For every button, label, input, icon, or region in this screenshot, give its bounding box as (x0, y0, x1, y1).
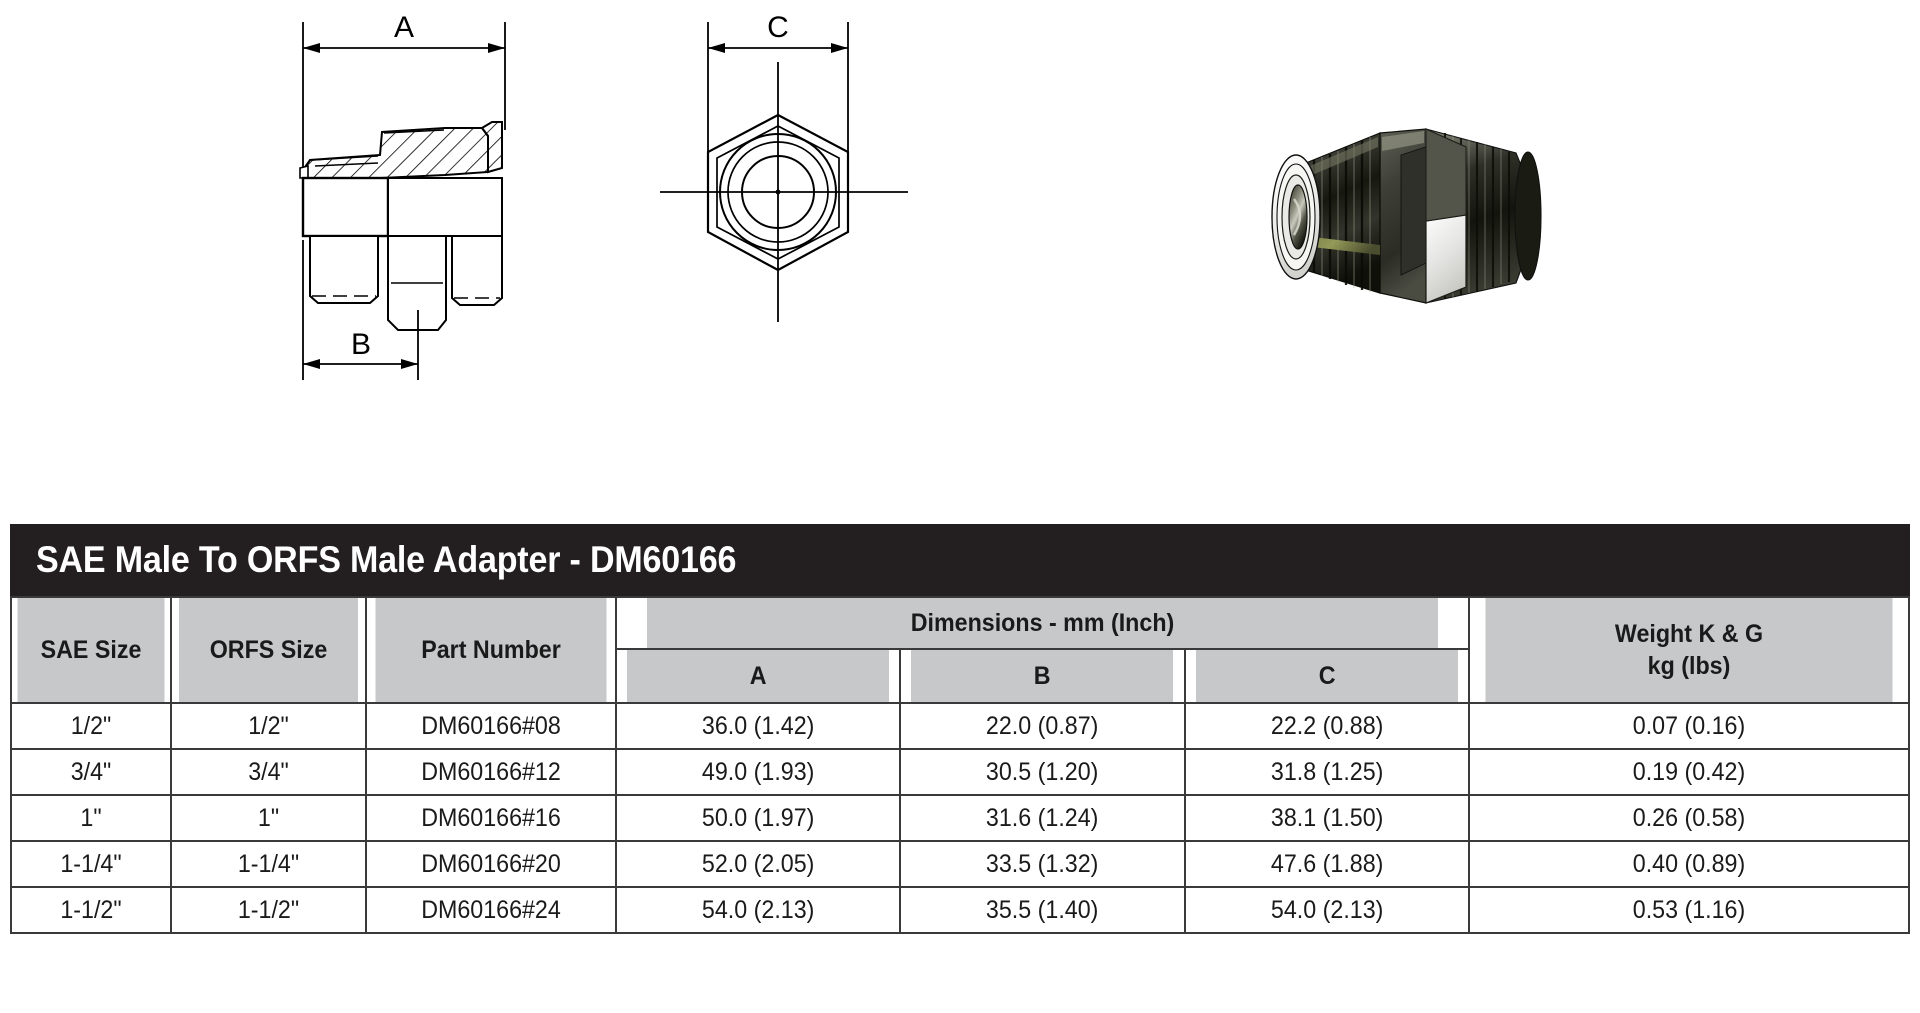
cell-dim-b: 22.0 (0.87) (909, 702, 1176, 750)
dimension-label-c: C (767, 11, 789, 44)
cell-sae-size: 1" (15, 794, 167, 842)
hex-dark-facet (1400, 146, 1427, 276)
column-header-dimensions-group: Dimensions - mm (Inch) (644, 596, 1441, 650)
cell-dim-c: 22.2 (0.88) (1193, 702, 1460, 750)
cell-weight: 0.53 (1.16) (1483, 886, 1895, 934)
technical-drawings-area: A (299, 11, 1542, 380)
dimension-arrow-b-right (401, 359, 418, 369)
specification-block: SAE Male To ORFS Male Adapter - DM60166 … (10, 524, 1910, 934)
cell-weight: 0.26 (0.58) (1483, 794, 1895, 842)
cell-weight: 0.40 (0.89) (1483, 840, 1895, 888)
table-row: 1/2" 1/2" DM60166#08 36.0 (1.42) 22.0 (0… (11, 702, 1909, 750)
dimension-arrow-a-right (488, 43, 505, 53)
column-header-weight: Weight K & G kg (lbs) (1483, 596, 1895, 704)
weight-header-line2: kg (lbs) (1647, 652, 1731, 680)
cell-dim-a: 54.0 (2.13) (625, 886, 892, 934)
cell-part-number: DM60166#24 (373, 886, 609, 934)
hex-upper-facet (1425, 128, 1467, 222)
hex-end-view: C (660, 11, 908, 322)
table-header: SAE Size ORFS Size Part Number Dimension… (11, 596, 1909, 704)
table-row: 1" 1" DM60166#16 50.0 (1.97) 31.6 (1.24)… (11, 794, 1909, 842)
hex-light-facet (1425, 214, 1467, 304)
column-header-dim-b: B (909, 648, 1176, 704)
dimension-label-a: A (394, 11, 414, 44)
cell-dim-a: 49.0 (1.93) (625, 748, 892, 796)
dimension-label-b: B (351, 328, 371, 361)
header-row-top: SAE Size ORFS Size Part Number Dimension… (11, 596, 1909, 704)
cell-dim-c: 54.0 (2.13) (1193, 886, 1460, 934)
dimension-arrow-b-left (303, 359, 320, 369)
cell-orfs-size: 1-1/4" (176, 840, 361, 888)
cell-part-number: DM60166#16 (373, 794, 609, 842)
dimension-arrow-a-left (303, 43, 320, 53)
cell-part-number: DM60166#12 (373, 748, 609, 796)
page-title: SAE Male To ORFS Male Adapter - DM60166 (36, 539, 737, 580)
cell-dim-a: 50.0 (1.97) (625, 794, 892, 842)
thread-crest-lines (311, 129, 445, 167)
table-row: 3/4" 3/4" DM60166#12 49.0 (1.93) 30.5 (1… (11, 748, 1909, 796)
bore-highlight (1292, 198, 1302, 236)
center-point (775, 189, 781, 195)
adapter-body (1271, 128, 1542, 304)
cell-orfs-size: 1" (176, 794, 361, 842)
cell-weight: 0.07 (0.16) (1483, 702, 1895, 750)
column-header-orfs-size: ORFS Size (176, 596, 361, 704)
table-row: 1-1/4" 1-1/4" DM60166#20 52.0 (2.05) 33.… (11, 840, 1909, 888)
cell-orfs-size: 1/2" (176, 702, 361, 750)
dimension-arrow-c-left (708, 43, 725, 53)
cell-dim-a: 52.0 (2.05) (625, 840, 892, 888)
cell-part-number: DM60166#08 (373, 702, 609, 750)
header-row-sub: A B C (11, 648, 1909, 704)
3d-product-render (1271, 128, 1542, 304)
section-hatched-body (299, 121, 503, 179)
column-header-dim-a: A (625, 648, 892, 704)
table-row: 1-1/2" 1-1/2" DM60166#24 54.0 (2.13) 35.… (11, 886, 1909, 934)
cell-dim-b: 35.5 (1.40) (909, 886, 1176, 934)
left-top-highlight (1298, 137, 1378, 181)
column-header-part-number: Part Number (373, 596, 609, 704)
hex-highlight (1382, 131, 1424, 151)
cell-sae-size: 3/4" (15, 748, 167, 796)
dimension-arrow-c-right (831, 43, 848, 53)
right-end-cap (1514, 151, 1542, 281)
section-outer-body (301, 176, 503, 331)
cross-section-view: A (299, 11, 506, 380)
specification-table: SAE Size ORFS Size Part Number Dimension… (10, 596, 1910, 934)
through-bore (1288, 184, 1308, 250)
cell-dim-b: 33.5 (1.32) (909, 840, 1176, 888)
cell-dim-b: 30.5 (1.20) (909, 748, 1176, 796)
table-body: 1/2" 1/2" DM60166#08 36.0 (1.42) 22.0 (0… (11, 702, 1909, 934)
cell-part-number: DM60166#20 (373, 840, 609, 888)
cell-dim-c: 31.8 (1.25) (1193, 748, 1460, 796)
cell-orfs-size: 1-1/2" (176, 886, 361, 934)
cell-dim-c: 38.1 (1.50) (1193, 794, 1460, 842)
column-header-sae-size: SAE Size (15, 596, 167, 704)
weight-header-line1: Weight K & G (1614, 620, 1764, 648)
cell-sae-size: 1/2" (15, 702, 167, 750)
column-header-dim-c: C (1193, 648, 1460, 704)
cell-orfs-size: 3/4" (176, 748, 361, 796)
product-title-bar: SAE Male To ORFS Male Adapter - DM60166 (10, 524, 1910, 596)
cell-dim-a: 36.0 (1.42) (625, 702, 892, 750)
cell-dim-c: 47.6 (1.88) (1193, 840, 1460, 888)
cell-sae-size: 1-1/4" (15, 840, 167, 888)
cell-dim-b: 31.6 (1.24) (909, 794, 1176, 842)
centerlines (660, 62, 908, 322)
cell-weight: 0.19 (0.42) (1483, 748, 1895, 796)
cell-sae-size: 1-1/2" (15, 886, 167, 934)
